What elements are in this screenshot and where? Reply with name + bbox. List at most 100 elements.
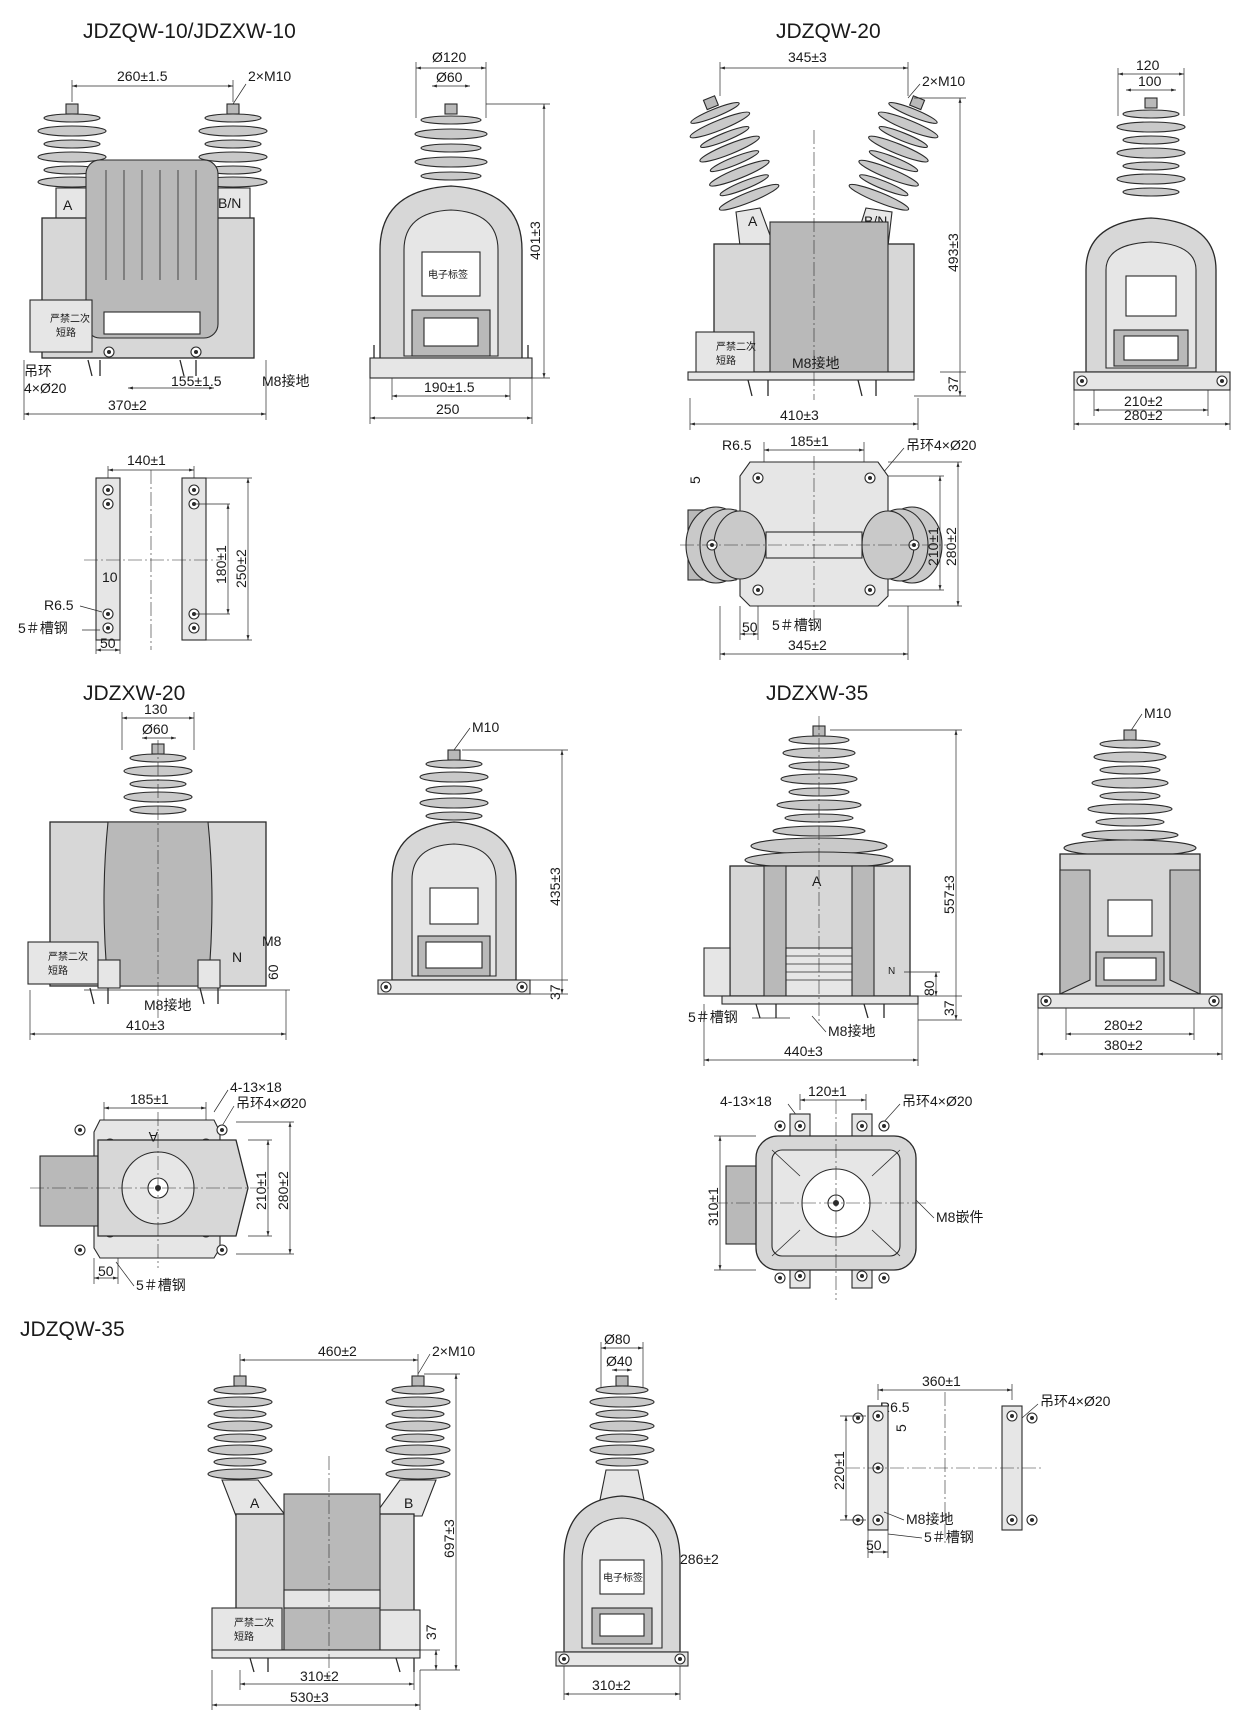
ground-label-q35: M8接地	[906, 1511, 953, 1527]
jdzqw35-side-view: Ø80 Ø40 电子标签 286±2 310±2	[555, 1331, 719, 1700]
dim-280-20b: 280±2	[943, 527, 959, 566]
dim-10: 10	[102, 569, 118, 585]
m8-label: M8	[262, 933, 282, 949]
label-b-q35: B	[404, 1495, 413, 1511]
dim-2xm10-35: 2×M10	[432, 1343, 475, 1359]
channel-label: 5＃槽钢	[18, 620, 68, 636]
lift-ring-label: 吊环	[24, 363, 52, 379]
dim-5-q35: 5	[893, 1424, 909, 1432]
dim-260: 260±1.5	[117, 68, 168, 84]
jdzqw35-base-plan: 360±1 R6.5 5 吊环4×Ø20 220±1 M8接地 5＃槽钢 50	[831, 1373, 1111, 1558]
dim-370: 370±2	[108, 397, 147, 413]
dim-250: 250	[436, 401, 460, 417]
dim-380: 380±2	[1104, 1037, 1143, 1053]
dim-d60: Ø60	[436, 69, 463, 85]
dim-280-x20: 280±2	[275, 1171, 291, 1210]
dim-435: 435±3	[547, 867, 563, 906]
dim-155: 155±1.5	[171, 373, 222, 389]
jdzxw35-base-plan: 4-13×18 120±1 吊环4×Ø20 310±1 M8嵌件	[705, 1083, 983, 1300]
slot-label: 4-13×18	[230, 1079, 282, 1095]
lift-label-x20: 吊环4×Ø20	[236, 1095, 307, 1111]
dim-286: 286±2	[680, 1551, 719, 1567]
dim-50: 50	[100, 635, 116, 651]
dim-60: 60	[265, 964, 281, 980]
dim-410-20: 410±3	[780, 407, 819, 423]
label-a-35: A	[812, 873, 822, 889]
title-jdzqw35: JDZQW-35	[20, 1318, 125, 1341]
title-jdzxw35: JDZXW-35	[766, 682, 868, 705]
jdzxw35-side-view: M10 280±2 380±2	[1037, 705, 1223, 1060]
dim-410-x20: 410±3	[126, 1017, 165, 1033]
warning-label: 严禁二次	[50, 312, 90, 325]
dim-140: 140±1	[127, 452, 166, 468]
title-jdzqw20: JDZQW-20	[776, 20, 881, 43]
etag-label: 电子标签	[428, 268, 468, 281]
dim-185-x20: 185±1	[130, 1091, 169, 1107]
dim-345-20b: 345±2	[788, 637, 827, 653]
dim-210-x20: 210±1	[253, 1171, 269, 1210]
dim-250-2: 250±2	[233, 549, 249, 588]
jdzxw20-front-view: 130 Ø60 严禁二次 短路 N M8 60 M8接地 410±3	[27, 701, 290, 1040]
dim-360: 360±1	[922, 1373, 961, 1389]
dim-37-q35: 37	[423, 1624, 439, 1640]
m10-label-x20: M10	[472, 719, 499, 735]
label-a-q35: A	[250, 1495, 260, 1511]
dim-37-35: 37	[941, 1000, 957, 1016]
dim-120-20: 120	[1136, 57, 1160, 73]
dim-50-q35: 50	[866, 1537, 882, 1553]
jdzxw20-base-plan: 4-13×18 185±1 吊环4×Ø20 A 210±1 280±2 50 5…	[30, 1079, 307, 1293]
channel-label-35: 5＃槽钢	[688, 1009, 738, 1025]
dim-180: 180±1	[213, 545, 229, 584]
jdzxw35-front-view: A N 557±3 37 80 5＃槽钢 M8接地 440±3	[688, 716, 962, 1066]
warning-label-x20b: 短路	[48, 964, 68, 977]
label-n: N	[232, 949, 242, 965]
dim-210-20: 210±2	[1124, 393, 1163, 409]
dim-d40: Ø40	[606, 1353, 633, 1369]
dim-697: 697±3	[441, 1519, 457, 1558]
dim-2xm10: 2×M10	[248, 68, 291, 84]
lift-label-20: 吊环4×Ø20	[906, 437, 977, 453]
jdzqw10-front-view: 260±1.5 2×M10 A B/N 严禁二次 短路 吊环 4×Ø2	[23, 68, 309, 420]
dim-530: 530±3	[290, 1689, 329, 1705]
r65-label-20: R6.5	[722, 437, 752, 453]
dim-280-35: 280±2	[1104, 1017, 1143, 1033]
dim-310-q35b: 310±2	[592, 1677, 631, 1693]
label-n-35: N	[888, 966, 895, 977]
dim-130: 130	[144, 701, 168, 717]
jdzqw20-base-plan: R6.5 185±1 吊环4×Ø20 5 210±1 280±2 50	[680, 433, 977, 660]
jdzqw10-side-view: Ø120 Ø60 电子标签 401±3 190±1.5 250	[369, 49, 550, 424]
warning-label-q35b: 短路	[234, 1630, 254, 1643]
warning-label-20b: 短路	[716, 354, 736, 367]
label-a: A	[63, 197, 73, 213]
dim-d60-20: Ø60	[142, 721, 169, 737]
slot-label-35: 4-13×18	[720, 1093, 772, 1109]
dim-80: 80	[921, 980, 937, 996]
dim-5-20: 5	[687, 476, 703, 484]
r65-label: R6.5	[44, 597, 74, 613]
dim-50-x20: 50	[98, 1263, 114, 1279]
ground-label-x20: M8接地	[144, 997, 191, 1013]
dim-120-35: 120±1	[808, 1083, 847, 1099]
m10-label-35: M10	[1144, 705, 1171, 721]
warning-label-2: 短路	[56, 326, 76, 339]
dim-50-20: 50	[742, 619, 758, 635]
dim-37-x20: 37	[547, 984, 563, 1000]
dim-d120: Ø120	[432, 49, 466, 65]
label-bn: B/N	[218, 195, 241, 211]
dim-310-q35: 310±2	[300, 1668, 339, 1684]
etag-label-q35: 电子标签	[603, 1571, 643, 1584]
ground-label: M8接地	[262, 373, 309, 389]
ground-label-20: M8接地	[792, 355, 839, 371]
warning-label-20: 严禁二次	[716, 340, 756, 353]
warning-label-x20: 严禁二次	[48, 950, 88, 963]
dim-557: 557±3	[941, 875, 957, 914]
channel-label-x20: 5＃槽钢	[136, 1277, 186, 1293]
dim-185-20: 185±1	[790, 433, 829, 449]
jdzxw20-side-view: M10 435±3 37	[377, 719, 568, 1000]
lift-label-q35: 吊环4×Ø20	[1040, 1393, 1111, 1409]
channel-label-q35: 5＃槽钢	[924, 1529, 974, 1545]
jdzqw20-side-view: 120 100 210±2 280±2	[1073, 57, 1231, 430]
label-a-20: A	[748, 213, 758, 229]
title-jdzxw20: JDZXW-20	[83, 682, 185, 705]
channel-label-20: 5＃槽钢	[772, 617, 822, 633]
